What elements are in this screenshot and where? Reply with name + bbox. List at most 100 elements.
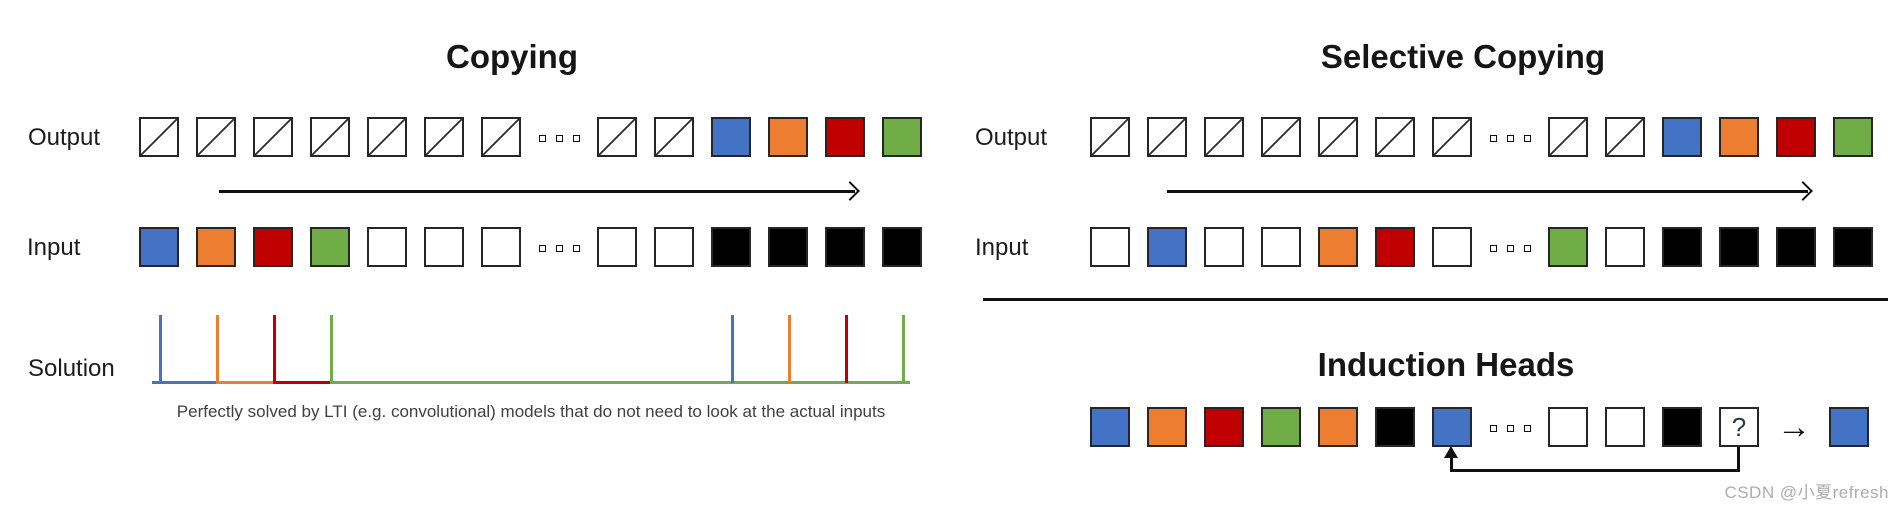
token-green-box	[1833, 117, 1873, 157]
token-slash-box	[139, 117, 179, 157]
token-red-box	[1375, 227, 1415, 267]
induction-pointer-up-segment	[1450, 452, 1453, 471]
ellipsis-dots	[538, 244, 580, 252]
ellipsis-dot	[1489, 424, 1497, 432]
token-slash-box	[1261, 117, 1301, 157]
token-black-box	[825, 227, 865, 267]
token-slash-box	[1605, 117, 1645, 157]
ellipsis-dot	[1523, 134, 1531, 142]
token-red-box	[1204, 407, 1244, 447]
token-orange-box	[768, 117, 808, 157]
ellipsis-dot	[572, 244, 580, 252]
token-white-box	[1605, 227, 1645, 267]
ellipsis-dot	[1523, 244, 1531, 252]
solution-baseline-segment	[152, 381, 216, 384]
ellipsis-dot	[1489, 134, 1497, 142]
token-red-box	[253, 227, 293, 267]
selective-input-row	[1090, 227, 1873, 267]
maps-to-arrow: →	[1777, 408, 1811, 446]
token-black-box	[1662, 227, 1702, 267]
ellipsis-dot	[555, 134, 563, 142]
solution-spike	[845, 315, 848, 383]
ellipsis-dot	[1506, 134, 1514, 142]
solution-spike	[731, 315, 734, 383]
section-divider	[983, 298, 1888, 301]
copying-output-row	[139, 117, 922, 157]
token-orange-box	[1147, 407, 1187, 447]
ellipsis-dot	[1523, 424, 1531, 432]
token-slash-box	[1090, 117, 1130, 157]
token-slash-box	[597, 117, 637, 157]
token-green-box	[882, 117, 922, 157]
solution-baseline-segment	[330, 381, 910, 384]
ellipsis-dot	[538, 244, 546, 252]
time-arrow-left	[219, 190, 855, 193]
induction-pointer-down-segment	[1737, 447, 1740, 471]
token-blue-box	[1829, 407, 1869, 447]
time-arrow-right	[1167, 190, 1808, 193]
solution-spike	[159, 315, 162, 383]
copying-input-label: Input	[27, 234, 81, 261]
token-white-box	[654, 227, 694, 267]
ellipsis-dot	[1506, 244, 1514, 252]
token-white-box	[1605, 407, 1645, 447]
copying-input-row	[139, 227, 922, 267]
ellipsis-dots	[538, 134, 580, 142]
token-slash-box	[1318, 117, 1358, 157]
solution-baseline-segment	[273, 381, 330, 384]
ellipsis-dot	[555, 244, 563, 252]
token-blue-box	[1662, 117, 1702, 157]
copying-title: Copying	[446, 38, 578, 75]
token-black-box	[882, 227, 922, 267]
token-black-box	[1375, 407, 1415, 447]
ellipsis-dot	[538, 134, 546, 142]
solution-spike	[902, 315, 905, 383]
token-slash-box	[310, 117, 350, 157]
copying-caption: Perfectly solved by LTI (e.g. convolutio…	[176, 402, 886, 421]
token-slash-box	[1204, 117, 1244, 157]
token-blue-box	[1090, 407, 1130, 447]
token-green-box	[1261, 407, 1301, 447]
solution-spike	[330, 315, 333, 383]
ellipsis-dot	[1489, 244, 1497, 252]
ellipsis-dots	[1489, 134, 1531, 142]
solution-spike	[216, 315, 219, 383]
token-white-box	[1090, 227, 1130, 267]
token-slash-box	[424, 117, 464, 157]
token-blue-box	[1432, 407, 1472, 447]
token-orange-box	[1318, 227, 1358, 267]
token-black-box	[1662, 407, 1702, 447]
token-black-box	[1833, 227, 1873, 267]
solution-spike	[273, 315, 276, 383]
token-white-box	[424, 227, 464, 267]
token-black-box	[768, 227, 808, 267]
token-question-box: ?	[1719, 407, 1759, 447]
token-black-box	[1719, 227, 1759, 267]
token-orange-box	[1719, 117, 1759, 157]
copying-solution-label: Solution	[28, 355, 115, 382]
token-blue-box	[139, 227, 179, 267]
watermark: CSDN @小夏refresh	[1724, 483, 1889, 502]
induction-heads-row: ?→	[1090, 407, 1869, 447]
token-orange-box	[196, 227, 236, 267]
ellipsis-dot	[1506, 424, 1514, 432]
token-slash-box	[1432, 117, 1472, 157]
token-slash-box	[654, 117, 694, 157]
solution-baseline-segment	[216, 381, 273, 384]
solution-spike	[788, 315, 791, 383]
token-white-box	[481, 227, 521, 267]
selective-copying-title: Selective Copying	[1320, 38, 1606, 75]
token-black-box	[1776, 227, 1816, 267]
token-slash-box	[481, 117, 521, 157]
token-slash-box	[1548, 117, 1588, 157]
induction-heads-title: Induction Heads	[1317, 346, 1575, 383]
token-slash-box	[196, 117, 236, 157]
copying-output-label: Output	[28, 124, 101, 151]
token-red-box	[1776, 117, 1816, 157]
token-white-box	[367, 227, 407, 267]
token-slash-box	[1375, 117, 1415, 157]
token-red-box	[825, 117, 865, 157]
token-white-box	[597, 227, 637, 267]
ellipsis-dots	[1489, 244, 1531, 252]
